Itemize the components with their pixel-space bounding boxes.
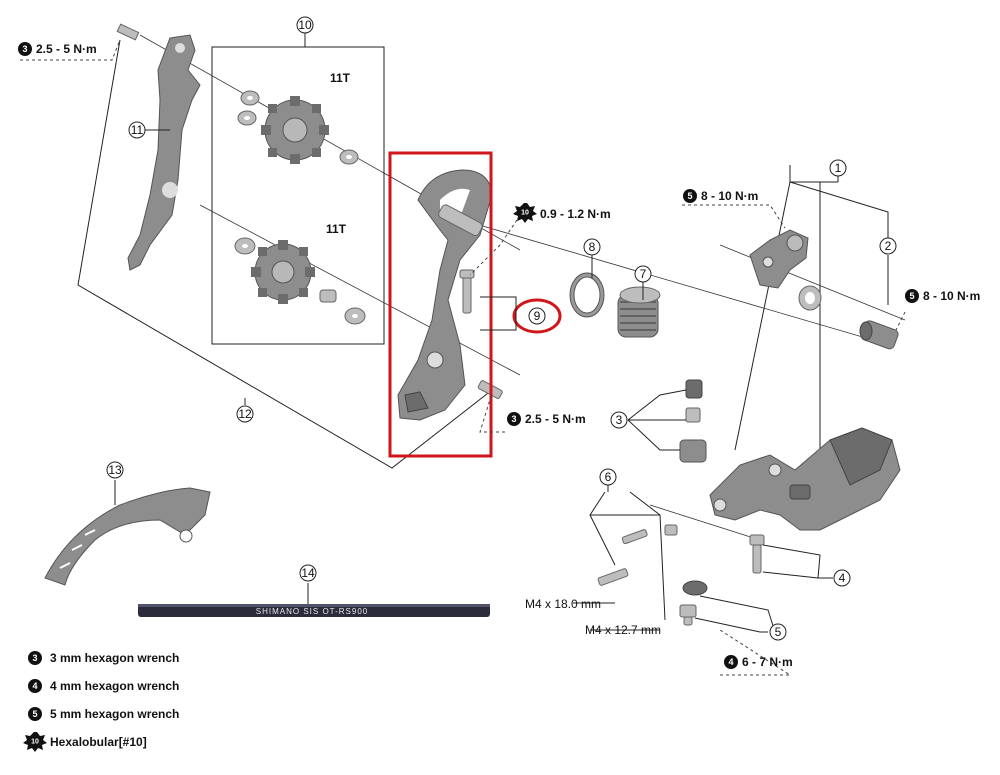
svg-text:3: 3 [616,413,623,427]
screws-part-6 [597,524,678,586]
bracket-part [749,229,809,289]
upper-pulley-assembly [237,90,359,165]
screw-part-4 [749,534,765,574]
svg-text:6 - 7 N·m: 6 - 7 N·m [742,655,793,669]
callout-11: 11 [128,121,146,139]
chain-guide-part-13 [44,487,211,586]
svg-text:3: 3 [32,653,37,663]
svg-text:5: 5 [909,291,914,301]
svg-text:13: 13 [108,463,122,477]
legend-item-5mm: 5 5 mm hexagon wrench [28,707,179,721]
callout-1: 1 [829,159,847,177]
svg-text:Hexalobular[#10]: Hexalobular[#10] [50,735,147,749]
torque-spec-pin: 10 0.9 - 1.2 N·m [513,203,611,223]
outer-plate-part [397,169,493,421]
torque-spec-bracket: 5 8 - 10 N·m [683,189,758,203]
svg-text:4: 4 [839,571,846,585]
legend-item-hexalobular: 10 Hexalobular[#10] [23,732,147,752]
main-body-part [709,427,901,531]
svg-text:11: 11 [131,123,144,137]
callout-13: 13 [106,461,124,479]
svg-text:2: 2 [885,239,892,253]
svg-text:5: 5 [775,625,782,639]
callout-2: 2 [879,237,897,255]
callout-9: 9 [528,307,546,325]
svg-text:8 - 10 N·m: 8 - 10 N·m [923,289,980,303]
assembly-axes [139,34,906,541]
svg-text:4: 4 [728,657,733,667]
svg-text:3: 3 [22,44,27,54]
screw-long-label: M4 x 18.0 mm [525,597,601,611]
screw-part-5 [679,580,708,626]
torque-leaders [20,39,906,676]
callout-5: 5 [769,623,787,641]
cable-print: SHIMANO SIS OT-RS900 [256,607,368,616]
callout-14: 14 [299,564,317,582]
tool-legend: 3 3 mm hexagon wrench 4 4 mm hexagon wre… [23,651,179,752]
lower-pulley-teeth-label: 11T [326,222,347,236]
highlight-box [388,151,493,458]
callout-leaders [114,32,839,633]
adjuster-parts-3 [679,379,707,463]
lower-pulley-assembly [234,237,366,325]
svg-text:8: 8 [589,240,596,254]
spring-part-7 [617,286,661,338]
legend-item-4mm: 4 4 mm hexagon wrench [28,679,179,693]
top-bolt-part [116,23,140,41]
svg-text:3: 3 [511,414,516,424]
callout-3: 3 [610,411,628,429]
svg-text:2.5 - 5 N·m: 2.5 - 5 N·m [525,412,586,426]
highlight-circle [512,298,562,334]
svg-text:14: 14 [301,566,315,580]
clip-ring-part-8 [569,272,605,318]
svg-text:0.9 - 1.2 N·m: 0.9 - 1.2 N·m [540,207,611,221]
svg-text:1: 1 [835,161,842,175]
axle-bolt-part-2 [859,320,899,350]
group-brackets [77,39,889,621]
torque-spec-mid: 3 2.5 - 5 N·m [507,412,586,426]
svg-text:8 - 10 N·m: 8 - 10 N·m [701,189,758,203]
svg-text:10: 10 [298,18,312,32]
torque-spec-bolt: 5 8 - 10 N·m [905,289,980,303]
torque-spec-bottom: 4 6 - 7 N·m [724,655,793,669]
outer-cable-part-14: SHIMANO SIS OT-RS900 [138,604,490,617]
svg-text:10: 10 [31,739,39,746]
svg-text:10: 10 [521,210,529,217]
pin-part-9 [459,269,475,314]
svg-text:5: 5 [687,191,692,201]
torque-spec-top-left: 3 2.5 - 5 N·m [18,42,97,56]
callout-10: 10 [296,16,314,34]
svg-text:4 mm hexagon wrench: 4 mm hexagon wrench [50,679,179,693]
screw-short-label: M4 x 12.7 mm [585,623,661,637]
washer-part [798,285,822,311]
inner-plate-part [127,34,201,271]
svg-text:6: 6 [605,470,612,484]
svg-text:5 mm hexagon wrench: 5 mm hexagon wrench [50,707,179,721]
svg-text:3 mm hexagon wrench: 3 mm hexagon wrench [50,651,179,665]
legend-item-3mm: 3 3 mm hexagon wrench [28,651,179,665]
part-number-callouts: 10 11 12 1 2 8 7 9 3 6 4 5 13 14 [106,16,897,641]
svg-text:5: 5 [32,709,37,719]
svg-text:4: 4 [32,681,37,691]
svg-text:12: 12 [238,407,252,421]
svg-text:7: 7 [640,267,647,281]
callout-6: 6 [599,468,617,486]
svg-text:2.5 - 5 N·m: 2.5 - 5 N·m [36,42,97,56]
callout-7: 7 [634,265,652,283]
callout-8: 8 [583,238,601,256]
upper-pulley-teeth-label: 11T [330,71,351,85]
svg-text:9: 9 [534,309,541,323]
callout-12: 12 [236,405,254,423]
callout-4: 4 [833,569,851,587]
